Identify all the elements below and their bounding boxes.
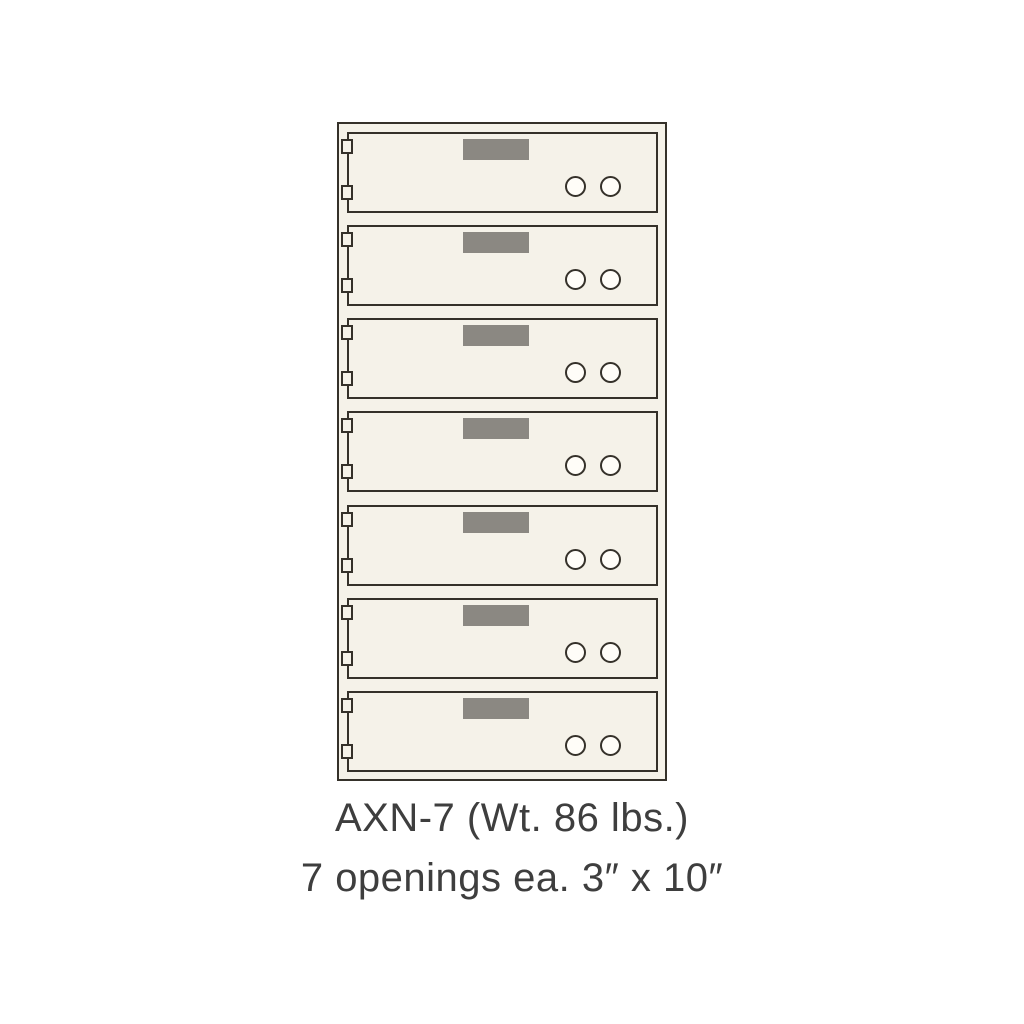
hinge-top-icon <box>341 418 353 434</box>
hinge-top-icon <box>341 511 353 527</box>
hinge-top-icon <box>341 604 353 620</box>
safe-deposit-drawer <box>341 504 658 586</box>
drawer-handle <box>463 697 529 719</box>
keyhole-right-icon <box>600 548 621 570</box>
caption-openings-size: 7 openings ea. 3″ x 10″ <box>300 856 724 900</box>
safe-deposit-cabinet <box>337 122 667 781</box>
keyhole-left-icon <box>565 269 586 291</box>
safe-deposit-drawer <box>341 690 658 772</box>
drawer-handle <box>463 232 529 254</box>
drawer-handle <box>463 325 529 347</box>
drawer-handle <box>463 418 529 440</box>
keyhole-left-icon <box>565 455 586 477</box>
keyhole-right-icon <box>600 269 621 291</box>
hinge-top-icon <box>341 232 353 248</box>
hinge-top-icon <box>341 325 353 341</box>
safe-deposit-drawer <box>341 225 658 307</box>
keyhole-left-icon <box>565 548 586 570</box>
keyhole-right-icon <box>600 641 621 663</box>
safe-deposit-drawer <box>341 132 658 213</box>
hinge-top-icon <box>341 697 353 713</box>
keyhole-right-icon <box>600 362 621 384</box>
hinge-bottom-icon <box>341 371 353 387</box>
hinge-bottom-icon <box>341 557 353 573</box>
safe-deposit-drawer <box>341 318 658 400</box>
drawer-handle <box>463 139 529 160</box>
keyhole-left-icon <box>565 176 586 197</box>
caption: AXN-7 (Wt. 86 lbs.) 7 openings ea. 3″ x … <box>0 788 1024 908</box>
safe-deposit-drawer <box>341 597 658 679</box>
keyhole-right-icon <box>600 455 621 477</box>
hinge-top-icon <box>341 139 353 154</box>
hinge-bottom-icon <box>341 650 353 666</box>
caption-model-weight: AXN-7 (Wt. 86 lbs.) <box>334 796 689 840</box>
drawer-handle <box>463 604 529 626</box>
drawer-handle <box>463 511 529 533</box>
keyhole-right-icon <box>600 176 621 197</box>
drawer-stack <box>341 132 658 772</box>
keyhole-left-icon <box>565 362 586 384</box>
hinge-bottom-icon <box>341 278 353 294</box>
keyhole-left-icon <box>565 641 586 663</box>
keyhole-right-icon <box>600 734 621 756</box>
hinge-bottom-icon <box>341 185 353 200</box>
hinge-bottom-icon <box>341 464 353 480</box>
keyhole-left-icon <box>565 734 586 756</box>
safe-deposit-drawer <box>341 411 658 493</box>
hinge-bottom-icon <box>341 743 353 759</box>
